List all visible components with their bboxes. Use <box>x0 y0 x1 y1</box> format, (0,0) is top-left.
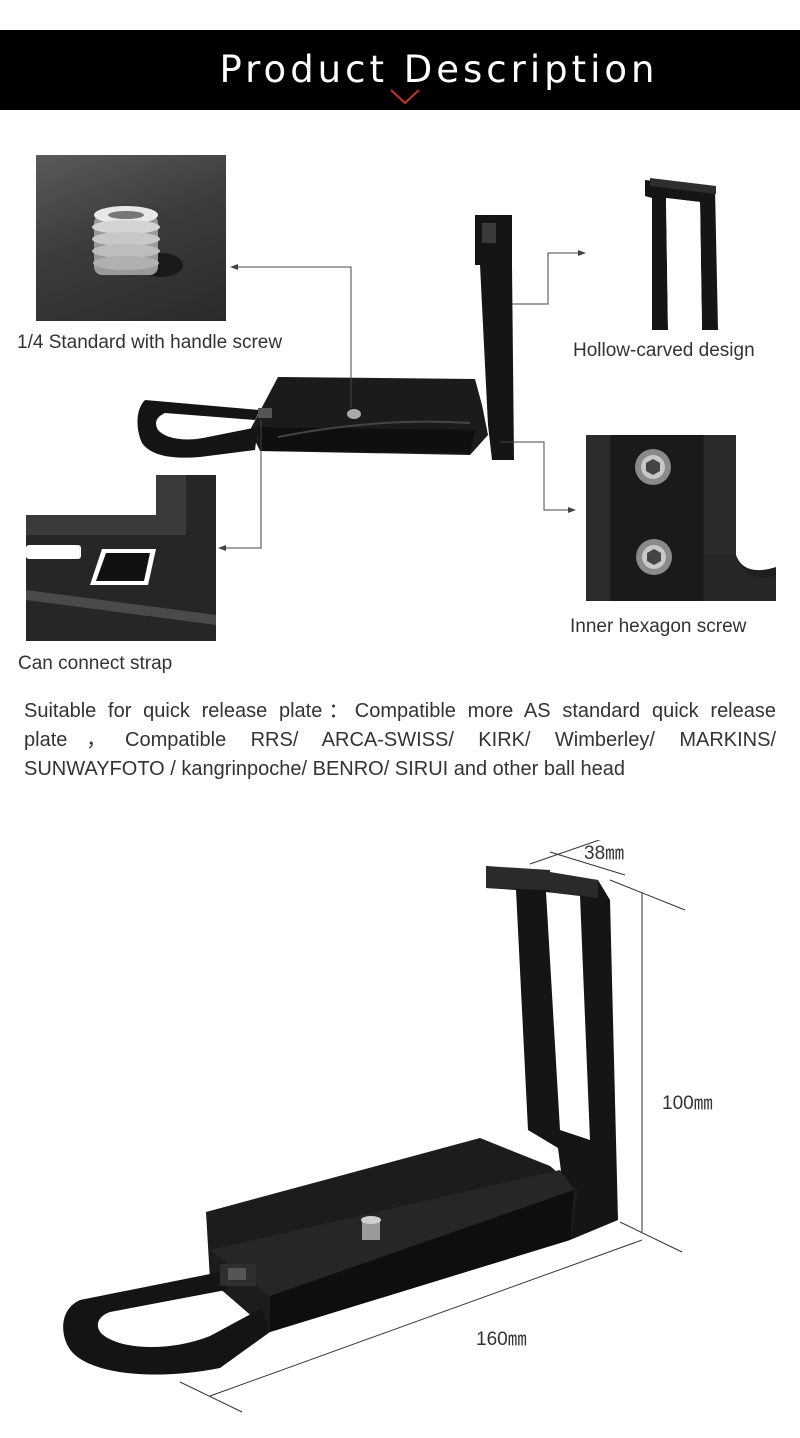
strap-caption: Can connect strap <box>18 653 173 674</box>
page-title: Product Description <box>219 48 659 91</box>
hollow-caption: Hollow-carved design <box>573 340 755 361</box>
hexagon-screw-photo <box>586 435 776 601</box>
chevron-down-icon <box>390 89 420 105</box>
screw-closeup-photo <box>36 155 226 321</box>
header-banner: Product Description <box>0 30 800 110</box>
hollow-carved-photo <box>645 178 718 330</box>
leader-lines <box>218 250 586 551</box>
hexagon-caption: Inner hexagon screw <box>570 616 747 637</box>
bracket-top-view <box>137 215 514 460</box>
strap-slot-photo <box>26 475 216 641</box>
compatibility-description: Suitable for quick release plate：Compati… <box>24 700 776 780</box>
height-dimension-label: 100㎜ <box>662 1093 713 1114</box>
length-dimension-label: 160㎜ <box>476 1329 527 1350</box>
width-dimension-label: 38㎜ <box>584 843 625 864</box>
screw-caption: 1/4 Standard with handle screw <box>17 332 283 353</box>
bracket-dimension-view <box>63 840 686 1413</box>
